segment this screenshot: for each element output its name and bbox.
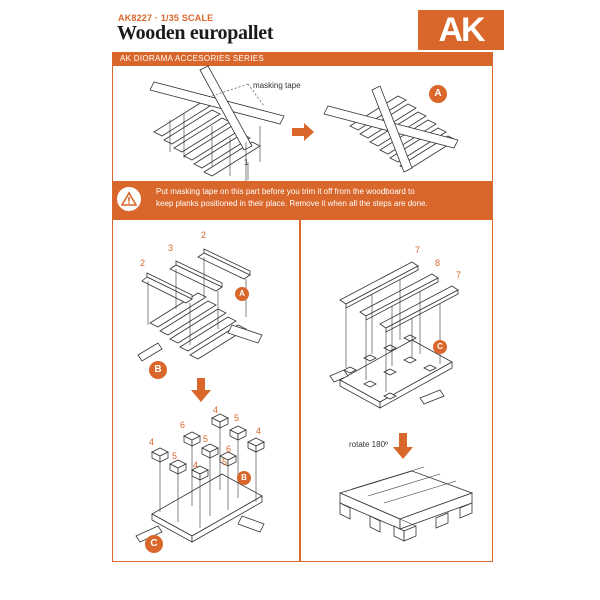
warning-triangle-icon (117, 187, 141, 211)
step3-part-4d: 4 (193, 460, 199, 470)
step1-illustration (149, 65, 459, 184)
finished-pallet-illustration (338, 466, 474, 542)
note-text: Put masking tape on this part before you… (156, 186, 476, 210)
step2-part-2b: 2 (201, 230, 207, 240)
step3-part-5c: 5 (172, 451, 178, 461)
ak-logo: AK (418, 10, 504, 50)
series-banner: AK DIORAMA ACCESORIES SERIES (112, 52, 493, 66)
step2-badge-a: A (235, 287, 249, 301)
step3-part-4c: 4 (256, 426, 262, 436)
step2-illustration (137, 248, 263, 362)
step4-panel (300, 219, 493, 562)
step3-part-4a: 4 (149, 437, 155, 447)
step3-part-5a: 5 (203, 434, 209, 444)
logo-text: AK (438, 11, 485, 49)
step23-panel (112, 219, 300, 562)
rotate-label: rotate 180º (349, 440, 388, 449)
step2-part-2a: 2 (140, 258, 146, 268)
series-label: AK DIORAMA ACCESORIES SERIES (120, 54, 264, 63)
rotate-arrow (393, 433, 413, 459)
note-line-2: keep planks positioned in their place. R… (156, 199, 428, 208)
page-title: Wooden europallet (117, 22, 274, 44)
step4-part-7a: 7 (415, 245, 421, 255)
step3-part-4b: 4 (213, 405, 219, 415)
step3-part-5b: 5 (234, 413, 240, 423)
step4-illustration (329, 261, 459, 409)
step2-arrow (191, 378, 211, 402)
step4-part-8: 8 (435, 258, 441, 268)
step3-badge-b: B (237, 471, 251, 485)
product-code: AK8227 · 1/35 SCALE (118, 13, 214, 23)
step2-part-3: 3 (168, 243, 174, 253)
step4-badge-c: C (433, 340, 447, 354)
masking-tape-label: masking tape (253, 81, 301, 90)
note-banner: Put masking tape on this part before you… (112, 181, 493, 219)
step2-badge-b: B (149, 361, 167, 379)
step3-badge-c: C (145, 535, 163, 553)
step3-part-5d: 5 (222, 457, 228, 467)
note-line-1: Put masking tape on this part before you… (156, 187, 415, 196)
part-number-1: 1 (244, 158, 249, 167)
step1-badge-a: A (429, 85, 447, 103)
step3-part-6a: 6 (180, 420, 186, 430)
step3-illustration (135, 413, 265, 543)
step1-arrow (292, 123, 314, 141)
step4-part-7b: 7 (456, 270, 462, 280)
step3-part-6b: 6 (226, 444, 232, 454)
